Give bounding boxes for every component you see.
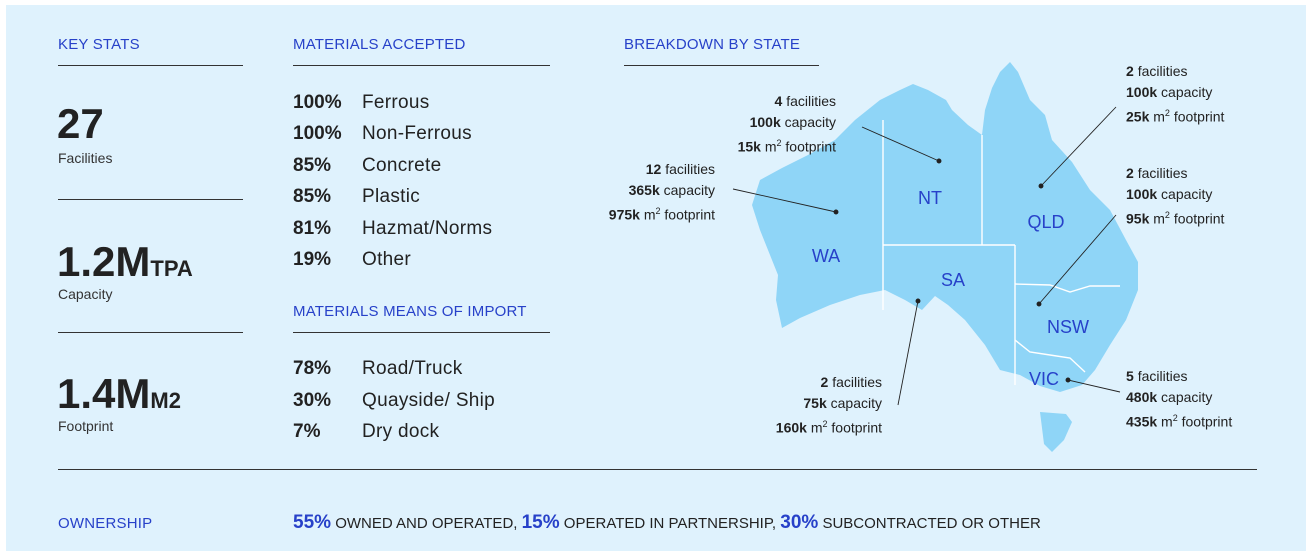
leader-lines [732,106,1121,406]
divider [293,332,550,333]
material-row: 100% Non-Ferrous [293,123,553,153]
divider [58,65,243,66]
tasmania-shape [1040,412,1072,452]
material-name: Ferrous [362,92,430,113]
import-row: 7% Dry dock [293,421,553,451]
material-name: Other [362,249,412,270]
materials-import-heading: MATERIALS MEANS OF IMPORT [293,303,527,320]
callout-sa: 2 facilities 75k capacity 160k m2 footpr… [775,374,882,436]
divider [58,199,243,200]
callout-nsw: 2 facilities 100k capacity 95k m2 footpr… [1126,165,1225,227]
callout-vic: 5 facilities 480k capacity 435k m2 footp… [1126,368,1233,430]
callout-nt: 4 facilities 100k capacity 15k m2 footpr… [737,93,836,155]
ownership-text: SUBCONTRACTED OR OTHER [818,515,1041,532]
ownership-text: OPERATED IN PARTNERSHIP, [559,515,781,532]
stat-unit: TPA [150,256,193,281]
stat-unit: M2 [150,388,181,413]
ownership-text: OWNED AND OPERATED, [331,515,522,532]
stat-capacity-value: 1.2MTPA [57,241,193,283]
materials-accepted-heading: MATERIALS ACCEPTED [293,36,466,53]
import-pct: 7% [293,421,321,442]
state-label-vic: VIC [1029,369,1059,389]
divider [58,469,1257,470]
material-name: Hazmat/Norms [362,218,493,239]
state-label-nt: NT [918,188,942,208]
material-pct: 85% [293,155,332,176]
material-name: Plastic [362,186,421,207]
material-pct: 100% [293,92,342,113]
material-row: 81% Hazmat/Norms [293,218,553,248]
callout-qld: 2 facilities 100k capacity 25k m2 footpr… [1126,63,1225,125]
state-label-sa: SA [941,270,965,290]
stat-value: 1.2M [57,238,151,285]
ownership-pct: 15% [521,512,560,533]
stat-facilities-value: 27 [57,103,104,145]
import-name: Dry dock [362,421,440,442]
material-name: Concrete [362,155,442,176]
divider [293,65,550,66]
material-row: 85% Concrete [293,155,553,185]
australia-mainland-shape [752,62,1138,392]
divider [58,332,243,333]
stat-value: 1.4M [57,370,151,417]
divider [624,65,819,66]
material-pct: 85% [293,186,332,207]
ownership-label: OWNERSHIP [58,515,153,532]
ownership-summary: 55% OWNED AND OPERATED, 15% OPERATED IN … [293,512,1041,534]
stat-capacity-label: Capacity [58,286,113,302]
material-row: 19% Other [293,249,553,279]
state-label-nsw: NSW [1047,317,1089,337]
ownership-pct: 55% [293,512,332,533]
stat-footprint-value: 1.4MM2 [57,373,181,415]
material-pct: 19% [293,249,332,270]
import-pct: 30% [293,390,332,411]
import-pct: 78% [293,358,332,379]
material-row: 100% Ferrous [293,92,553,122]
import-row: 78% Road/Truck [293,358,553,388]
ownership-pct: 30% [780,512,819,533]
material-pct: 81% [293,218,332,239]
state-borders [882,120,1120,385]
state-label-wa: WA [812,246,840,266]
import-name: Quayside/ Ship [362,390,496,411]
material-pct: 100% [293,123,342,144]
key-stats-heading: KEY STATS [58,36,140,53]
import-row: 30% Quayside/ Ship [293,390,553,420]
import-name: Road/Truck [362,358,463,379]
callout-wa: 12 facilities 365k capacity 975k m2 foot… [608,161,715,223]
material-name: Non-Ferrous [362,123,472,144]
stat-facilities-label: Facilities [58,150,113,166]
breakdown-heading: BREAKDOWN BY STATE [624,36,801,53]
material-row: 85% Plastic [293,186,553,216]
state-label-qld: QLD [1027,212,1064,232]
stat-value: 27 [57,100,104,147]
stat-footprint-label: Footprint [58,418,114,434]
